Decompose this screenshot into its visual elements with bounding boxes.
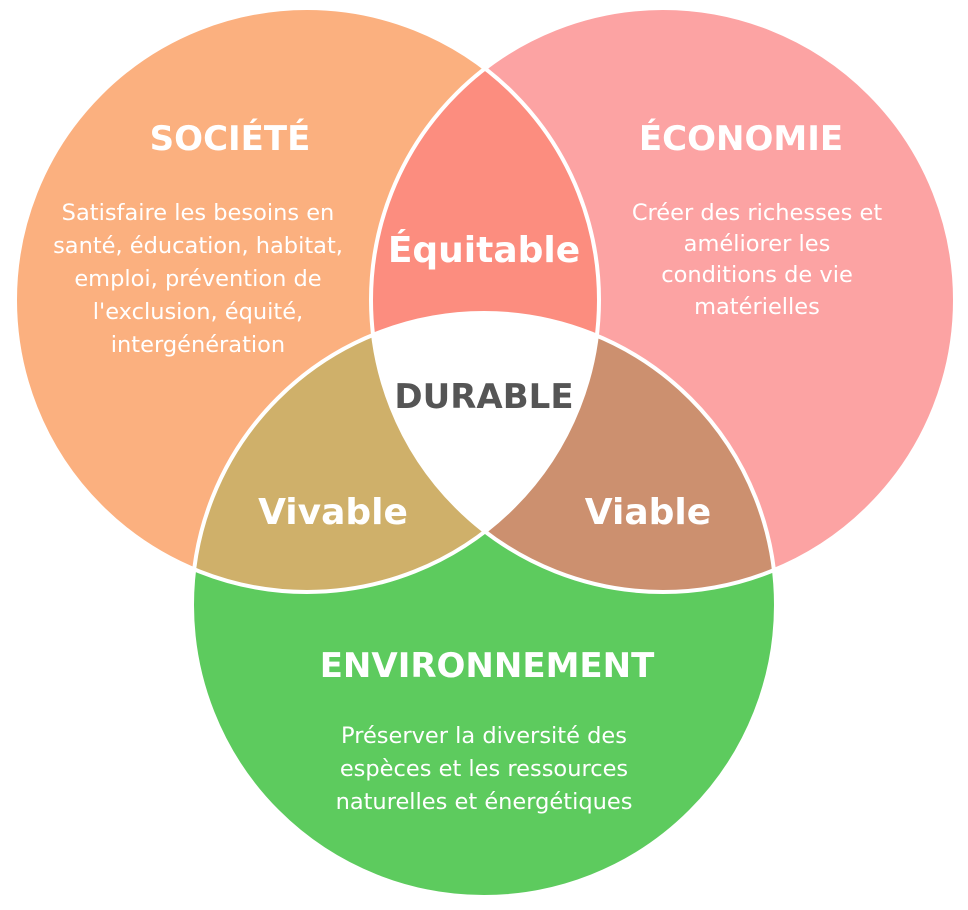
societe-title: SOCIÉTÉ: [150, 118, 311, 159]
economie-description-line: améliorer les: [684, 231, 831, 257]
economie-description-line: conditions de vie: [661, 262, 853, 288]
environnement-description-line: Préserver la diversité des: [341, 723, 627, 749]
societe-description-line: intergénération: [111, 332, 285, 358]
environnement-description-line: naturelles et énergétiques: [336, 789, 633, 815]
environnement-description-line: espèces et les ressources: [340, 756, 628, 782]
viable-region: [371, 313, 776, 592]
vivable-label: Vivable: [258, 492, 408, 533]
economie-outline: [369, 6, 957, 594]
societe-outline: [13, 6, 601, 594]
economie-description-line: matérielles: [694, 294, 820, 320]
societe-description-line: l'exclusion, équité,: [93, 299, 303, 325]
economie-title: ÉCONOMIE: [639, 118, 843, 159]
durable-label: DURABLE: [394, 377, 573, 417]
economie-description-line: Créer des richesses et: [632, 200, 883, 226]
equitable-label: Équitable: [388, 229, 580, 271]
viable-label: Viable: [585, 492, 711, 533]
environnement-title: ENVIRONNEMENT: [320, 646, 655, 686]
environnement-outline: [190, 311, 778, 899]
societe-description-line: Satisfaire les besoins en: [62, 200, 335, 226]
vivable-region: [192, 313, 599, 592]
societe-description-line: emploi, prévention de: [74, 266, 321, 292]
societe-description-line: santé, éducation, habitat,: [53, 233, 343, 259]
